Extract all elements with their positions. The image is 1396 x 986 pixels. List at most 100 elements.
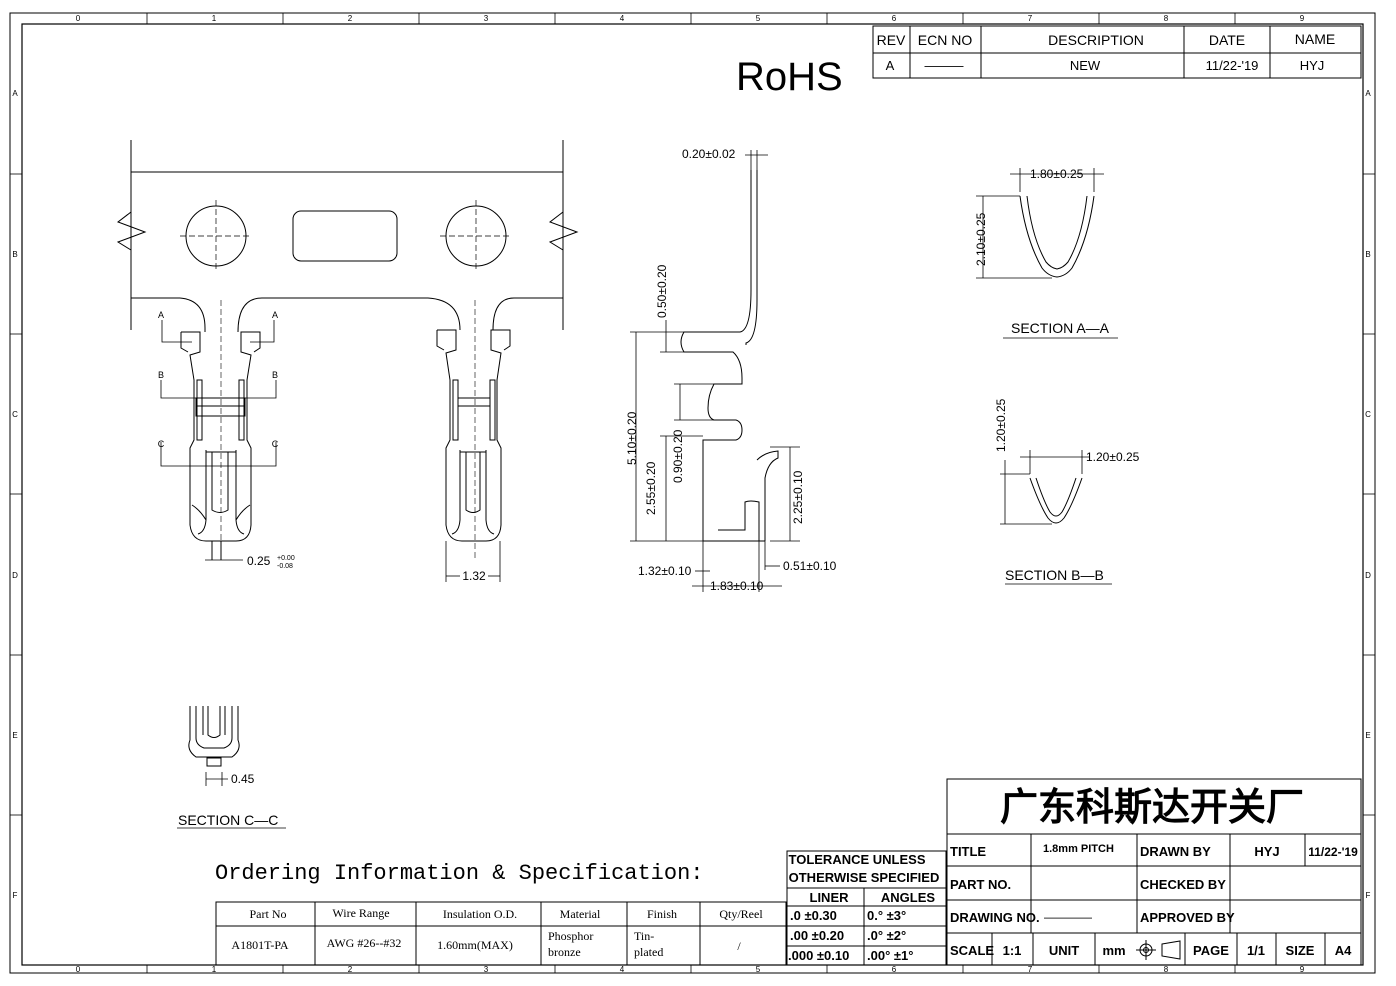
grid-row-label: E bbox=[1365, 731, 1370, 740]
ordering-header-part-no: Part No bbox=[250, 907, 287, 921]
grid-col-label: 6 bbox=[892, 965, 897, 974]
tolerance-block: TOLERANCE UNLESS OTHERWISE SPECIFIED LIN… bbox=[786, 850, 947, 966]
tolerance-liner-1: .00 ±0.20 bbox=[790, 928, 844, 943]
section-a-a-label: SECTION A—A bbox=[1011, 320, 1110, 336]
section-a-a bbox=[976, 168, 1118, 339]
drawn-by-value: HYJ bbox=[1254, 844, 1279, 859]
scale-label: SCALE bbox=[950, 943, 994, 958]
tolerance-angle-1: .0° ±2° bbox=[867, 928, 906, 943]
checked-by-label: CHECKED BY bbox=[1140, 877, 1226, 892]
name-header: NAME bbox=[1295, 31, 1335, 47]
grid-col-label: 1 bbox=[212, 965, 217, 974]
ordering-qty: / bbox=[737, 939, 741, 953]
grid-col-label: 5 bbox=[756, 14, 761, 23]
rev-value: A bbox=[886, 58, 895, 73]
section-c-c bbox=[177, 706, 286, 829]
grid-row-label: B bbox=[1365, 250, 1370, 259]
size-value: A4 bbox=[1335, 943, 1352, 958]
description-value: NEW bbox=[1070, 58, 1101, 73]
section-marker-c: C bbox=[272, 439, 279, 449]
description-header: DESCRIPTION bbox=[1048, 32, 1144, 48]
ordering-header-wire-range: Wire Range bbox=[332, 906, 389, 920]
name-value: HYJ bbox=[1300, 58, 1325, 73]
tolerance-title-1: TOLERANCE UNLESS bbox=[789, 852, 926, 867]
dim-thickness: 0.20±0.02 bbox=[682, 147, 736, 161]
dim-1-20-h: 1.20±0.25 bbox=[1086, 450, 1140, 464]
grid-col-label: 5 bbox=[756, 965, 761, 974]
page-label: PAGE bbox=[1193, 943, 1229, 958]
section-marker-a: A bbox=[158, 310, 164, 320]
approved-by-label: APPROVED BY bbox=[1140, 910, 1235, 925]
grid-row-label: F bbox=[13, 891, 18, 900]
ordering-table: Part No Wire Range Insulation O.D. Mater… bbox=[215, 901, 787, 966]
grid-row-label: D bbox=[12, 571, 18, 580]
drawn-by-label: DRAWN BY bbox=[1140, 844, 1211, 859]
ordering-header-finish: Finish bbox=[647, 907, 677, 921]
ordering-wire-range: AWG #26--#32 bbox=[327, 936, 402, 950]
rohs-mark: RoHS bbox=[736, 55, 843, 99]
ordering-title: Ordering Information & Specification: bbox=[215, 861, 703, 886]
grid-row-label: E bbox=[12, 731, 17, 740]
dim-2-10: 2.10±0.25 bbox=[974, 212, 988, 266]
revision-table: REV ECN NO DESCRIPTION DATE NAME A ——— N… bbox=[872, 25, 1362, 79]
front-view bbox=[116, 140, 579, 582]
ordering-header-insulation: Insulation O.D. bbox=[443, 907, 517, 921]
dim-0-25-plus: +0.00 bbox=[277, 555, 295, 562]
grid-ticks bbox=[10, 13, 1375, 973]
tolerance-angle-0: 0.° ±3° bbox=[867, 908, 906, 923]
dim-0-45: 0.45 bbox=[231, 772, 255, 786]
grid-col-label: 0 bbox=[76, 965, 81, 974]
company-name: 广东科斯达开关厂 bbox=[1000, 785, 1304, 829]
section-b-b bbox=[1000, 450, 1112, 585]
drawing-no-value: ———— bbox=[1044, 910, 1092, 924]
grid-col-label: 7 bbox=[1028, 965, 1033, 974]
grid-col-label: 3 bbox=[484, 965, 489, 974]
grid-col-label: 1 bbox=[212, 14, 217, 23]
section-marker-b: B bbox=[158, 370, 164, 380]
dim-0-25: 0.25 bbox=[247, 554, 271, 568]
grid-col-label: 4 bbox=[620, 965, 625, 974]
title-block: 广东科斯达开关厂 TITLE 1.8mm PITCH DRAWN BY HYJ … bbox=[946, 778, 1362, 966]
grid-labels: 0 1 2 3 4 5 6 7 8 9 0 1 2 3 4 5 6 7 8 9 … bbox=[12, 14, 1371, 974]
dim-1-80: 1.80±0.25 bbox=[1030, 167, 1084, 181]
tolerance-liner-header: LINER bbox=[810, 890, 850, 905]
dim-2-55: 2.55±0.20 bbox=[644, 461, 658, 515]
ordering-finish: Tin-plated bbox=[634, 929, 663, 959]
grid-row-label: A bbox=[1365, 89, 1371, 98]
drawing-no-label: DRAWING NO. bbox=[950, 910, 1040, 925]
dim-5-10: 5.10±0.20 bbox=[625, 411, 639, 465]
tolerance-angle-2: .00° ±1° bbox=[867, 948, 913, 963]
grid-row-label: B bbox=[12, 250, 17, 259]
section-marker-c: C bbox=[158, 439, 165, 449]
title-value: 1.8mm PITCH bbox=[1043, 843, 1114, 855]
grid-row-label: A bbox=[12, 89, 18, 98]
dim-2-25: 2.25±0.10 bbox=[791, 470, 805, 524]
dim-1-32-side: 1.32±0.10 bbox=[638, 564, 692, 578]
date-value: 11/22-'19 bbox=[1206, 58, 1259, 73]
dim-1-20-v: 1.20±0.25 bbox=[994, 398, 1008, 452]
section-b-b-label: SECTION B—B bbox=[1005, 567, 1104, 583]
tolerance-liner-0: .0 ±0.30 bbox=[790, 908, 837, 923]
front-view-labels: A A B B C C 0.25 +0.00 -0.08 1.32 bbox=[158, 310, 486, 583]
rev-header: REV bbox=[877, 32, 906, 48]
section-marker-a: A bbox=[272, 310, 278, 320]
projection-icon bbox=[1136, 940, 1181, 960]
grid-col-label: 9 bbox=[1300, 965, 1305, 974]
side-view-labels: 0.20±0.02 0.50±0.20 5.10±0.20 2.55±0.20 … bbox=[625, 147, 837, 593]
section-marker-b: B bbox=[272, 370, 278, 380]
drawn-date-value: 11/22-'19 bbox=[1308, 845, 1358, 859]
dim-1-32: 1.32 bbox=[462, 569, 486, 583]
scale-value: 1:1 bbox=[1003, 943, 1022, 958]
grid-col-label: 9 bbox=[1300, 14, 1305, 23]
grid-row-label: C bbox=[12, 410, 18, 419]
tolerance-angles-header: ANGLES bbox=[881, 890, 936, 905]
dim-0-51: 0.51±0.10 bbox=[783, 559, 837, 573]
grid-col-label: 0 bbox=[76, 14, 81, 23]
grid-col-label: 6 bbox=[892, 14, 897, 23]
ecn-header: ECN NO bbox=[918, 32, 973, 48]
unit-value: mm bbox=[1102, 943, 1125, 958]
grid-row-label: F bbox=[1366, 891, 1371, 900]
date-header: DATE bbox=[1209, 32, 1245, 48]
grid-col-label: 8 bbox=[1164, 965, 1169, 974]
